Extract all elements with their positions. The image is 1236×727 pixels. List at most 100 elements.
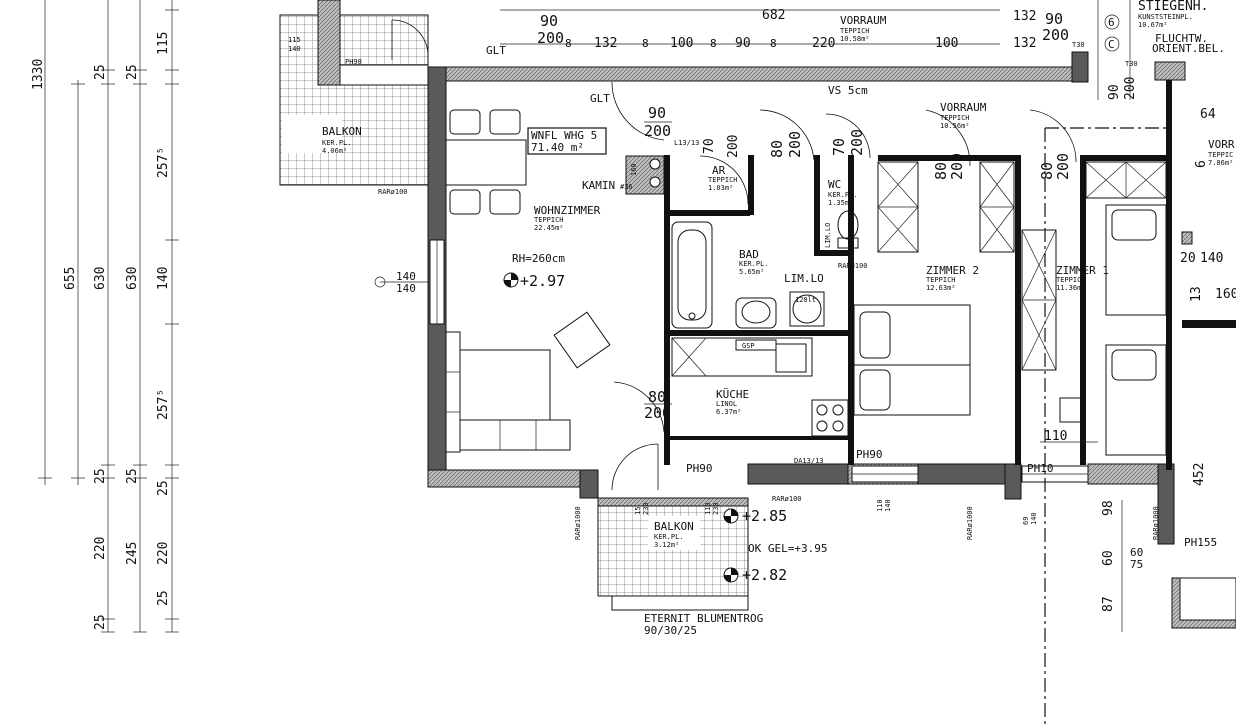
vorr-right-name: VORR bbox=[1208, 138, 1235, 151]
dim-top-8c: 8 bbox=[710, 37, 717, 50]
fluchtw-label-2: ORIENT.BEL. bbox=[1152, 42, 1225, 55]
door-kueche-200: 200 bbox=[644, 404, 671, 422]
ph10-label: PH10 bbox=[1027, 462, 1054, 475]
balkon-bottom-floor: KER.PL. bbox=[654, 533, 684, 541]
dim-75: 75 bbox=[1130, 558, 1143, 571]
balkon-top-ph90: PH90 bbox=[345, 58, 362, 66]
vorraum-top-name: VORRAUM bbox=[840, 14, 887, 27]
rh-label: RH=260cm bbox=[512, 252, 565, 265]
kueche-name: KÜCHE bbox=[716, 388, 749, 401]
limlo-label-bad: LIM.LO bbox=[784, 272, 824, 285]
bad-floor: KER.PL. bbox=[739, 260, 769, 268]
dim-top-8b: 8 bbox=[642, 37, 649, 50]
dim-left-220a: 220 bbox=[93, 537, 108, 560]
dim-left-25f: 25 bbox=[93, 614, 108, 630]
room-wc: WC KER.PL. 1.35m² LIM.LO 70 200 RARø100 bbox=[824, 113, 871, 270]
room-zimmer2: ZIMMER 2 TEPPICH 12.63m² 80 200 PH90 bbox=[853, 109, 1015, 461]
rar-bottom-right: RARø1000 bbox=[1152, 506, 1160, 540]
dim-top-100a: 100 bbox=[670, 36, 693, 51]
door-wohn-90: 90 bbox=[648, 104, 666, 122]
level-282: +2.82 bbox=[742, 566, 787, 584]
dim-left-25c: 25 bbox=[93, 468, 108, 484]
door-z2-80: 80 bbox=[932, 162, 950, 180]
da-label: DA13/13 bbox=[794, 457, 824, 465]
dim-140-right-v: 13 bbox=[1189, 286, 1204, 302]
dim-left-1330: 1330 bbox=[31, 59, 46, 90]
eternit-label-1: ETERNIT BLUMENTROG bbox=[644, 612, 763, 625]
stiegenh-name: STIEGENH. bbox=[1138, 0, 1208, 14]
kueche-floor: LINOL bbox=[716, 400, 737, 408]
door-bad-80: 80 bbox=[768, 140, 786, 158]
room-bad: 120lt BAD KER.PL. 5.65m² LIM.LO 80 200 bbox=[671, 109, 825, 329]
ar-floor: TEPPICH bbox=[708, 176, 738, 184]
dim-left-655: 655 bbox=[63, 267, 78, 290]
zimmer1-area: 11.36m² bbox=[1056, 284, 1086, 292]
rar-bottom-left: RARø1000 bbox=[574, 506, 582, 540]
dim-top-132b: 132 bbox=[1013, 36, 1036, 51]
zimmer2-floor: TEPPICH bbox=[926, 276, 956, 284]
room-kueche: GSP KÜCHE LINOL 6.37m² 80 200 DA13/13 bbox=[613, 337, 849, 465]
balkon-bottom-name: BALKON bbox=[654, 520, 694, 533]
balcony-bottom: BALKON KER.PL. 3.12m² ETERNIT BLUMENTROG… bbox=[574, 443, 827, 637]
rar-bottom-mid: RARø1000 bbox=[966, 506, 974, 540]
dim-150: 64 bbox=[1200, 107, 1216, 122]
door-wc-70: 70 bbox=[830, 138, 848, 156]
vorraum-floor: TEPPICH bbox=[940, 114, 970, 122]
vs-label: VS 5cm bbox=[828, 84, 868, 97]
dim-left-25d: 25 bbox=[125, 468, 140, 484]
dim-140-right: 140 bbox=[1200, 251, 1223, 266]
outer-walls bbox=[427, 51, 1175, 545]
ph155-label: PH155 bbox=[1184, 536, 1217, 549]
dim-90-stair: 90 bbox=[1107, 84, 1122, 100]
t30-label-b: T30 bbox=[1125, 60, 1138, 68]
dim-452: 452 bbox=[1192, 463, 1207, 486]
vorraum-top-floor: TEPPICH bbox=[840, 27, 870, 35]
interior-walls bbox=[664, 80, 1172, 470]
vorraum-top-area: 10.58m² bbox=[840, 35, 870, 43]
dim-64: 160 bbox=[630, 163, 638, 176]
dim-left-25a: 25 bbox=[93, 64, 108, 80]
t30-label-a: T30 bbox=[1072, 41, 1085, 49]
ok-gel-label: OK GEL=+3.95 bbox=[748, 542, 827, 555]
dim-top-8a: 8 bbox=[565, 37, 572, 50]
rar-wc: RARø100 bbox=[838, 262, 868, 270]
wohnzimmer-name: WOHNZIMMER bbox=[534, 204, 601, 217]
wc-name: WC bbox=[828, 178, 841, 191]
stiegenh-floor: KUNSTSTEINPL. bbox=[1138, 13, 1193, 21]
vorr-right-floor: TEPPIC bbox=[1208, 151, 1233, 159]
dim-left-25b: 25 bbox=[125, 64, 140, 80]
wohnzimmer-floor: TEPPICH bbox=[534, 216, 564, 224]
l13-label: L13/13 bbox=[674, 139, 699, 147]
glt-label-2: GLT bbox=[590, 92, 610, 105]
dim-top-132a: 132 bbox=[594, 36, 617, 51]
dim-250: 6 bbox=[1194, 160, 1209, 168]
dim-top-132c: 132 bbox=[1013, 9, 1036, 24]
dim-230-bal2: 230 bbox=[712, 502, 720, 515]
top-dimension-row: 90 200 132 100 90 220 682 100 132 90 200… bbox=[486, 8, 1085, 57]
kamin-dim: #36 bbox=[620, 183, 633, 191]
room-zimmer1: ZIMMER 1 TEPPICH 11.36m² 80 200 110 PH10 bbox=[1021, 109, 1167, 475]
balkon-top-dim-140: 140 bbox=[288, 45, 301, 53]
dim-140-win: 140 bbox=[884, 499, 892, 512]
door-kueche-80: 80 bbox=[648, 388, 666, 406]
door-bad-200: 200 bbox=[786, 131, 804, 158]
dim-20: 20 bbox=[1180, 251, 1196, 266]
wnfl-label-1: WNFL WHG 5 bbox=[531, 129, 597, 142]
window-dia-2: 140 bbox=[396, 282, 416, 295]
vorraum-area: 10.56m² bbox=[940, 122, 970, 130]
ar-name: AR bbox=[712, 164, 726, 177]
dim-top-100b: 100 bbox=[935, 36, 958, 51]
glt-label-top: GLT bbox=[486, 44, 506, 57]
door-wc-200: 200 bbox=[848, 129, 866, 156]
dim-top-220: 220 bbox=[812, 36, 835, 51]
limlo-label-wc: LIM.LO bbox=[824, 223, 832, 248]
room-wohnzimmer: WNFL WHG 5 71.40 m² WOHNZIMMER TEPPICH 2… bbox=[374, 81, 672, 453]
room-vorraum: VORRAUM TEPPICH 10.56m² bbox=[940, 101, 987, 130]
balkon-top-floor: KER.PL. bbox=[322, 139, 352, 147]
dim-top-682: 682 bbox=[762, 8, 785, 23]
zimmer2-area: 12.63m² bbox=[926, 284, 956, 292]
balcony-top: BALKON KER.PL. 4.06m² PH90 115 140 RARø1… bbox=[279, 0, 429, 196]
stiegenh-area: 10.67m² bbox=[1138, 21, 1168, 29]
zimmer1-floor: TEPPICH bbox=[1056, 276, 1086, 284]
door-z1-200: 200 bbox=[1054, 153, 1072, 180]
